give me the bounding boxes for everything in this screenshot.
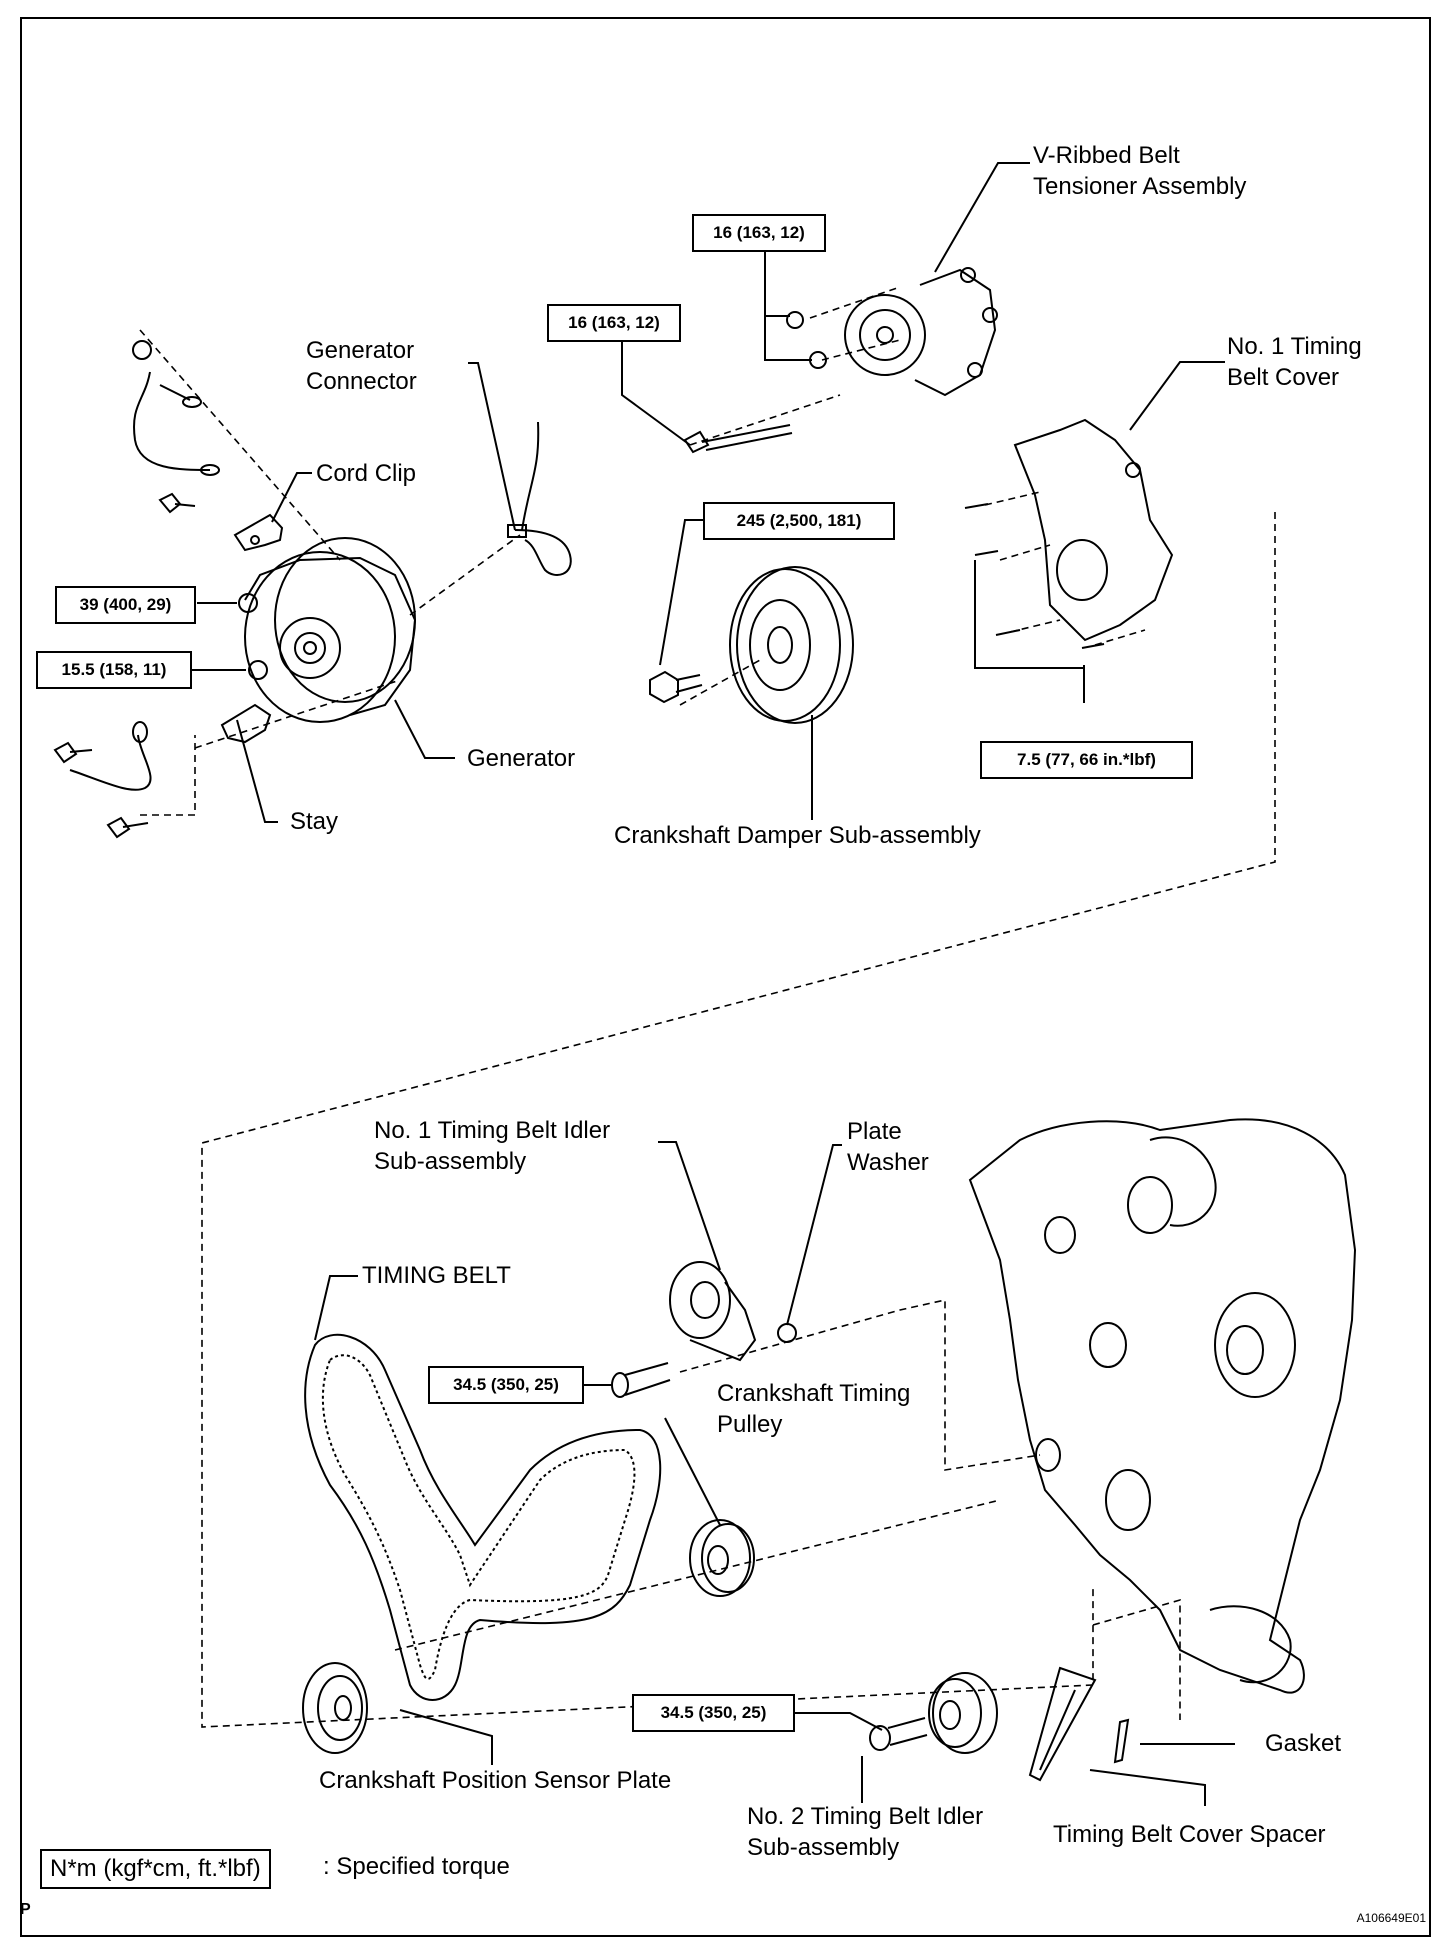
- no2-idler-part: [928, 1672, 998, 1754]
- label-crank-timing-line2: Pulley: [717, 1411, 783, 1438]
- torque-legend-box: N*m (kgf*cm, ft.*lbf): [40, 1849, 271, 1889]
- leader-7-5: [974, 560, 1085, 703]
- label-tensioner-assembly: Tensioner Assembly: [1033, 173, 1247, 200]
- label-connector: Connector: [306, 368, 417, 395]
- label-generator: Generator: [306, 337, 415, 364]
- diagram-frame: [20, 17, 1431, 1937]
- torque-box-tensioner-nuts: 16 (163, 12): [692, 214, 826, 252]
- cover-bolts: [964, 503, 1105, 649]
- leader-crank-pulley: [664, 1417, 721, 1526]
- crankshaft-timing-pulley-part: [689, 1519, 755, 1597]
- generator-part: [244, 537, 417, 723]
- leader-16b-bolt: [621, 342, 691, 446]
- crankshaft-damper-part: [729, 566, 854, 724]
- nut-15-5: [248, 660, 268, 680]
- label-no2-idler-line1: No. 2 Timing Belt Idler: [747, 1803, 984, 1830]
- tensioner-assembly: [844, 267, 998, 397]
- plate-washer-part: [777, 1323, 797, 1343]
- leader-no1-cover: [1129, 361, 1225, 431]
- label-v-ribbed-belt: V-Ribbed Belt: [1033, 142, 1180, 169]
- figure-id: A106649E01: [1356, 1911, 1426, 1925]
- leader-34-5-b: [795, 1712, 883, 1731]
- damper-bolt: [649, 670, 703, 704]
- cord-clip-part: [233, 513, 284, 552]
- generator-wire: [69, 721, 152, 791]
- page-letter: P: [20, 1901, 31, 1918]
- leader-generator-connector: [468, 362, 516, 531]
- torque-box-idler-bolt-a: 34.5 (350, 25): [428, 1366, 584, 1404]
- leader-spacer: [1089, 1769, 1206, 1806]
- leader-crank-pos-plate: [399, 1709, 493, 1765]
- leader-no1-idler: [658, 1141, 721, 1271]
- label-no1-idler-line2: Sub-assembly: [374, 1148, 527, 1175]
- leader-timing-belt: [314, 1275, 358, 1341]
- label-crank-position-plate: Crankshaft Position Sensor Plate: [319, 1767, 672, 1794]
- ground-wire: [132, 340, 220, 476]
- torque-box-damper-bolt: 245 (2,500, 181): [703, 502, 895, 540]
- gasket-part: [1113, 1718, 1130, 1764]
- no1-timing-belt-cover-part: [1013, 418, 1174, 642]
- label-no1-idler-line1: No. 1 Timing Belt Idler: [374, 1117, 611, 1144]
- torque-legend-text: : Specified torque: [323, 1853, 510, 1880]
- timing-belt-cover-spacer-part: [1028, 1666, 1097, 1782]
- timing-belt-part: [304, 1333, 662, 1701]
- leader-generator: [394, 699, 455, 759]
- guide-big-outline: [201, 512, 1276, 1728]
- label-washer: Washer: [847, 1149, 929, 1176]
- cord-clip-bolt: [158, 492, 196, 514]
- no1-idler-part: [669, 1261, 757, 1362]
- label-crankshaft-damper: Crankshaft Damper Sub-assembly: [614, 822, 981, 849]
- leader-245: [659, 519, 703, 666]
- torque-box-idler-bolt-b: 34.5 (350, 25): [632, 1694, 795, 1732]
- label-no1-timing: No. 1 Timing: [1227, 333, 1362, 360]
- generator-bolts: [53, 741, 149, 839]
- label-timing-belt: TIMING BELT: [362, 1262, 511, 1289]
- leader-cord-clip: [271, 472, 312, 523]
- torque-box-tensioner-bolt: 16 (163, 12): [547, 304, 681, 342]
- torque-box-39: 39 (400, 29): [55, 586, 196, 624]
- label-cord-clip: Cord Clip: [316, 460, 417, 487]
- no1-idler-bolt: [611, 1362, 671, 1398]
- leader-stay: [236, 719, 278, 823]
- leader-tensioner-bolts: [764, 248, 812, 361]
- generator-connector-part: [507, 421, 572, 576]
- label-no2-idler-line2: Sub-assembly: [747, 1834, 900, 1861]
- leader-v-ribbed-tensioner: [934, 162, 1030, 273]
- no2-idler-bolt: [869, 1717, 928, 1751]
- label-generator-part: Generator: [467, 745, 576, 772]
- label-stay: Stay: [290, 808, 339, 835]
- stay-part: [220, 703, 272, 744]
- engine-block-part: [968, 1118, 1357, 1694]
- label-timing-belt-cover-spacer: Timing Belt Cover Spacer: [1053, 1821, 1326, 1848]
- label-belt-cover: Belt Cover: [1227, 364, 1340, 391]
- tensioner-long-bolt: [683, 424, 793, 454]
- torque-box-15-5: 15.5 (158, 11): [36, 651, 192, 689]
- tensioner-nuts: [786, 311, 827, 369]
- label-gasket: Gasket: [1265, 1730, 1342, 1757]
- leader-plate-washer: [786, 1144, 842, 1326]
- torque-box-cover-bolts: 7.5 (77, 66 in.*lbf): [980, 741, 1193, 779]
- label-plate: Plate: [847, 1118, 902, 1145]
- crank-position-sensor-plate-part: [302, 1662, 368, 1754]
- nut-39: [238, 593, 258, 613]
- label-crank-timing-line1: Crankshaft Timing: [717, 1380, 911, 1407]
